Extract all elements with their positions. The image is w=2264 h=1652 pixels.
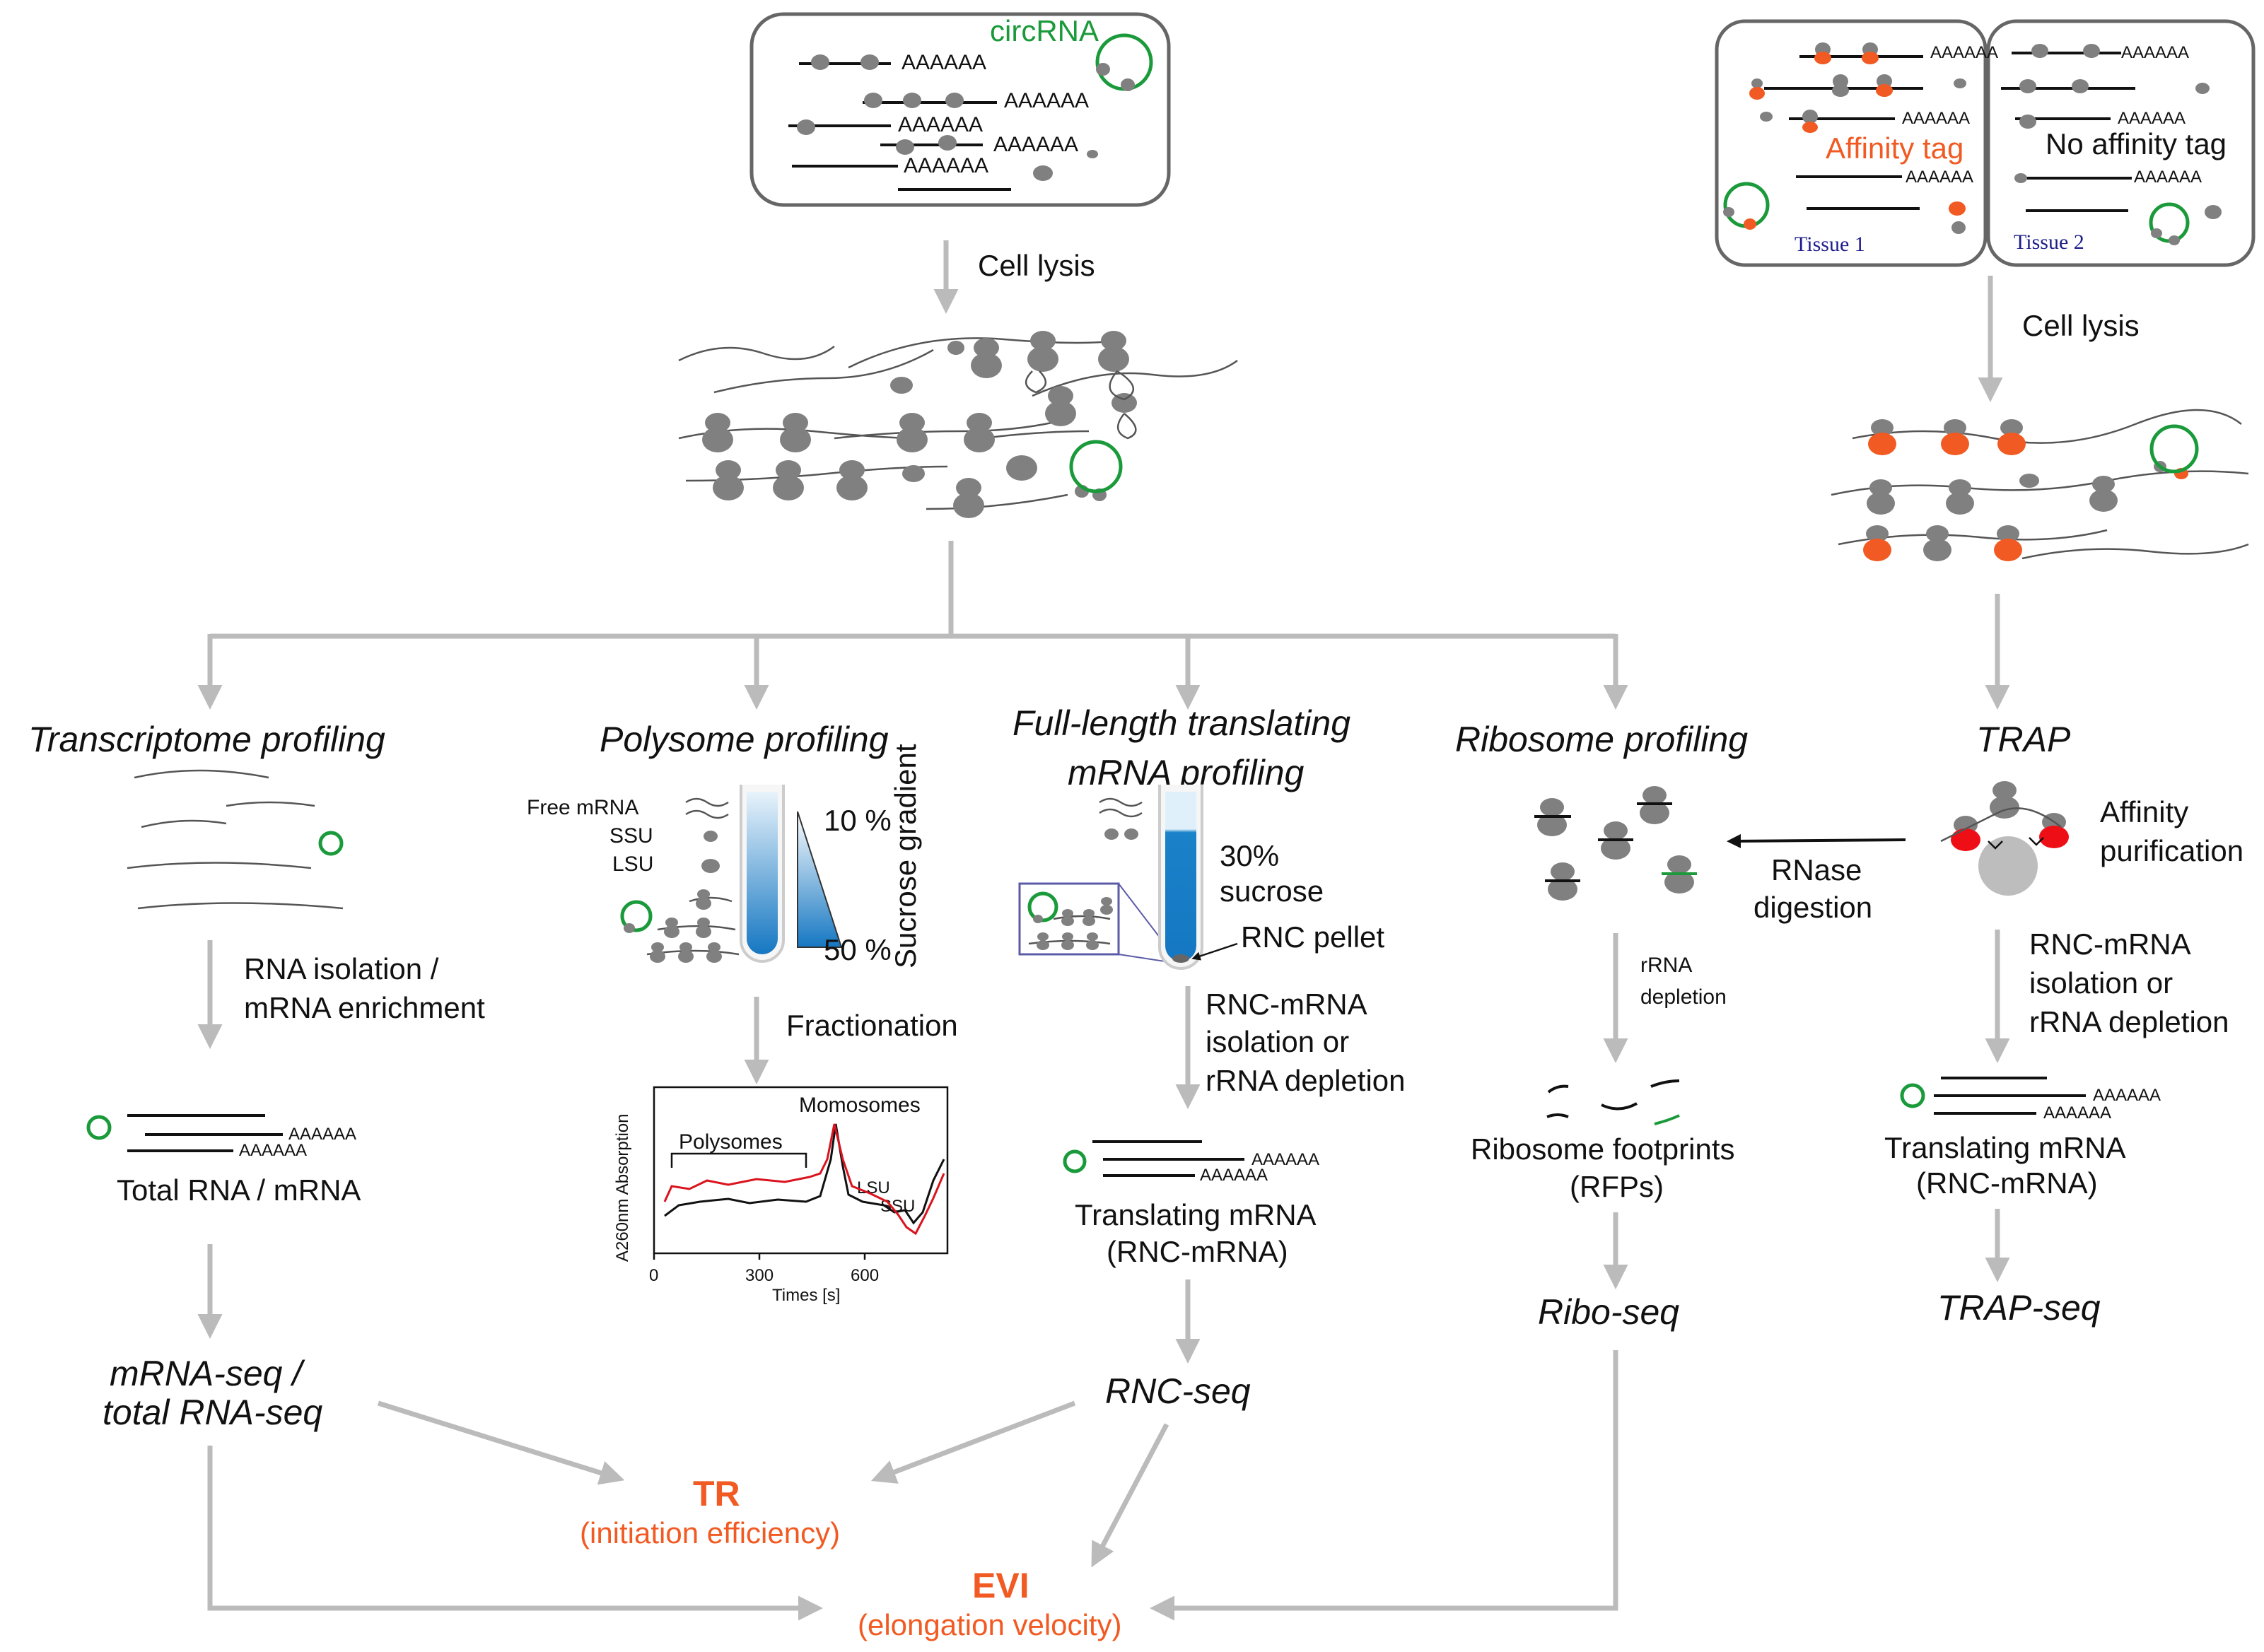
evi-subtitle: (elongation velocity) — [858, 1608, 1122, 1641]
rnc-seq-label: RNC-seq — [1105, 1371, 1251, 1411]
trap-lysate-illustration — [1831, 409, 2249, 561]
rrna-label: rRNA — [1640, 954, 1692, 977]
affinity-tag-label: Affinity tag — [1826, 131, 1964, 165]
translating-mrna-icon — [1063, 1140, 1244, 1177]
fractionation-step: Fractionation — [786, 1009, 958, 1042]
sucrose-label: sucrose — [1220, 874, 1324, 908]
polysome-profiling-heading: Polysome profiling — [600, 720, 889, 759]
polya-tail-label: AAAAAA — [2043, 1103, 2111, 1123]
polya-tail-label: AAAAAA — [2121, 43, 2189, 62]
cell-diagram: AAAAAA AAAAAA AAAAAA AAAAAA AAAAAA circR… — [749, 12, 1171, 207]
ribosome-footprints-label: Ribosome footprints — [1471, 1132, 1735, 1166]
total-rna-icon — [86, 1114, 283, 1152]
polya-tail-label: AAAAAA — [1902, 109, 1970, 128]
plot-tick-0: 0 — [649, 1266, 658, 1285]
circrna-icon — [318, 831, 344, 856]
tissue-panels: AAAAAA AAAAAA Affinity tag AAAAAA Tissue… — [1715, 19, 2256, 267]
tissue-1-label: Tissue 1 — [1795, 233, 1865, 256]
gradient-bottom-pct: 50 % — [824, 933, 892, 966]
polya-tail-label: AAAAAA — [2118, 109, 2186, 128]
circrna-label: circRNA — [990, 14, 1099, 47]
polya-tail-label: AAAAAA — [1251, 1150, 1319, 1169]
trap-rnc-isolation-step: RNC-mRNA — [2029, 927, 2191, 961]
translating-mrna-label: Translating mRNA — [1075, 1198, 1317, 1231]
rna-isolation-step: RNA isolation / — [244, 952, 439, 985]
affinity-label: Affinity — [2100, 795, 2188, 828]
polya-tail-label: AAAAAA — [2093, 1086, 2161, 1105]
tr-label: TR — [693, 1474, 740, 1513]
polya-tail-label: AAAAAA — [1200, 1166, 1268, 1185]
polya-tail-label: AAAAAA — [1930, 43, 1998, 62]
tr-subtitle: (initiation efficiency) — [580, 1516, 840, 1550]
polya-tail-label: AAAAAA — [993, 133, 1078, 156]
transcriptome-rna-illustration — [127, 769, 344, 910]
rnc-mrna-label: (RNC-mRNA) — [1107, 1235, 1288, 1268]
ssu-label: SSU — [609, 824, 653, 848]
lysate-illustration — [678, 331, 1238, 518]
trap-rnc-isolation-step-3: rRNA depletion — [2029, 1005, 2229, 1038]
sucrose-pct-label: 30% — [1220, 839, 1279, 872]
rfps-label: (RFPs) — [1570, 1170, 1664, 1203]
gradient-top-pct: 10 % — [824, 804, 892, 837]
polya-tail-label: AAAAAA — [288, 1125, 356, 1144]
trap-translating-mrna-label: Translating mRNA — [1884, 1131, 2126, 1164]
plot-tick-600: 600 — [851, 1266, 879, 1285]
transcriptome-profiling-heading: Transcriptome profiling — [28, 720, 385, 759]
tissue-2-label: Tissue 2 — [2014, 230, 2084, 254]
absorption-plot: 0 300 600 Times [s] A260nm Absorption Po… — [613, 1086, 949, 1305]
polya-tail-label: AAAAAA — [904, 154, 988, 177]
fulllength-icons — [1018, 797, 1174, 963]
polysome-icons — [620, 797, 740, 963]
rnase-label: RNase — [1771, 853, 1862, 886]
polya-tail-label: AAAAAA — [898, 113, 983, 136]
sucrose-gradient-label: Sucrose gradient — [889, 744, 922, 968]
trap-heading: TRAP — [1976, 720, 2071, 759]
footprint-icons — [1534, 786, 1697, 901]
polya-tail-label: AAAAAA — [1004, 89, 1089, 112]
trap-bead-icon — [1940, 781, 2069, 896]
rna-isolation-step-2: mRNA enrichment — [244, 991, 485, 1024]
mrna-seq-label: mRNA-seq / — [110, 1354, 305, 1393]
digestion-label: digestion — [1754, 891, 1872, 924]
plot-x-axis-label: Times [s] — [772, 1286, 840, 1305]
trap-rnc-isolation-step-2: isolation or — [2029, 966, 2173, 1000]
no-affinity-tag-label: No affinity tag — [2046, 127, 2227, 160]
polya-tail-label: AAAAAA — [901, 51, 986, 74]
rnc-pellet-label: RNC pellet — [1241, 920, 1384, 954]
plot-tick-300: 300 — [745, 1266, 774, 1285]
purification-label: purification — [2100, 834, 2243, 867]
momosomes-label: Momosomes — [799, 1094, 921, 1117]
ribo-seq-label: Ribo-seq — [1538, 1292, 1679, 1332]
free-mrna-label: Free mRNA — [527, 796, 638, 819]
polya-tail-label: AAAAAA — [239, 1141, 307, 1160]
lsu-label: LSU — [612, 853, 653, 876]
polya-tail-label: AAAAAA — [1906, 168, 1973, 187]
total-rna-label: Total RNA / mRNA — [117, 1173, 361, 1207]
trap-cell-lysis-label: Cell lysis — [2022, 309, 2140, 342]
total-rna-seq-label: total RNA-seq — [103, 1393, 322, 1432]
rfp-fragments — [1546, 1079, 1680, 1125]
evi-label: EVI — [972, 1566, 1029, 1605]
rnc-isolation-step-3: rRNA depletion — [1206, 1064, 1406, 1097]
trap-rnc-mrna-label: (RNC-mRNA) — [1916, 1166, 2098, 1200]
cell-lysis-label: Cell lysis — [978, 249, 1095, 282]
trap-mrna-icon — [1900, 1077, 2086, 1115]
fulllength-heading-line1: Full-length translating — [1013, 703, 1350, 743]
rnc-isolation-step: RNC-mRNA — [1206, 988, 1367, 1021]
rnc-tube — [1158, 785, 1203, 970]
depletion-label: depletion — [1640, 985, 1727, 1009]
trap-seq-label: TRAP-seq — [1937, 1288, 2101, 1328]
rnc-isolation-step-2: isolation or — [1206, 1025, 1349, 1058]
ribosome-profiling-heading: Ribosome profiling — [1455, 720, 1748, 759]
sucrose-gradient-tube — [740, 785, 843, 963]
plot-y-axis-label: A260nm Absorption — [613, 1114, 632, 1262]
polysomes-label: Polysomes — [679, 1130, 783, 1154]
polya-tail-label: AAAAAA — [2134, 168, 2202, 187]
